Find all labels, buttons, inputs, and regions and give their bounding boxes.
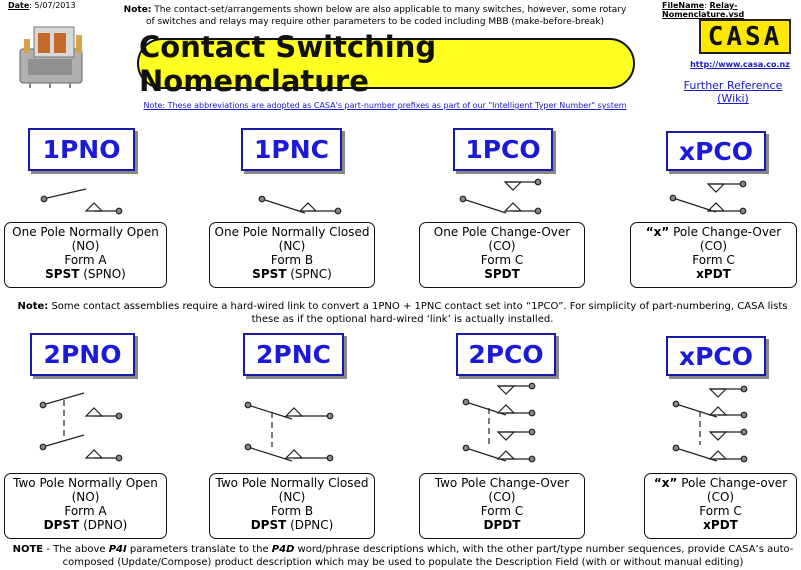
code-box-2pco: 2PCO [456,333,556,376]
schematic-1pco [459,178,542,215]
desc-box-1pco: One Pole Change-Over(CO)Form C SPDT [419,222,585,288]
filename-stamp: FileName: Relay-Nomenclature.vsd [662,1,745,19]
further-reference-link[interactable]: Further Reference (Wiki) [683,79,783,105]
desc-box-xpco-1: “x” Pole Change-Over(CO)Form C xPDT [630,222,797,288]
bottom-note: NOTE - The above P4I parameters translat… [12,544,794,568]
schematic-1pnc [258,195,342,215]
schematic-2pnc [244,401,334,462]
website-link[interactable]: http://www.casa.co.nz [690,60,790,69]
code-box-2pnc: 2PNC [243,333,344,376]
middle-note: Note: Some contact assemblies require a … [17,301,788,325]
relay-photo-icon [19,26,83,88]
schematic-xpco-2 [672,385,748,463]
desc-box-2pco: Two Pole Change-Over(CO)Form C DPDT [419,473,585,539]
date-stamp: Date: 5/07/2013 [8,1,76,10]
desc-box-1pnc: One Pole Normally Closed(NC)Form B SPST … [209,222,375,288]
code-box-xpco: xPCO [666,131,766,171]
schematic-xpco-1 [669,180,747,215]
abbreviations-note-link[interactable]: Note: These abbreviations are adopted as… [143,101,627,110]
desc-box-xpco-2: “x” Pole Change-over(CO)Form C xPDT [644,473,797,539]
schematic-2pco [462,382,536,463]
desc-box-2pnc: Two Pole Normally Closed(NC)Form B DPST … [209,473,375,539]
casa-logo-icon: CASA [699,19,791,54]
code-box-xpco-2: xPCO [666,336,766,376]
schematic-2pno [39,392,123,462]
code-box-1pnc: 1PNC [241,128,342,171]
page-title: Contact Switching Nomenclature [137,30,635,98]
code-box-1pco: 1PCO [453,128,553,171]
header-note: Note: The contact-set/arrangements shown… [123,5,627,27]
desc-box-2pno: Two Pole Normally Open(NO)Form A DPST (D… [4,473,167,539]
schematic-1pno [40,188,123,215]
code-box-1pno: 1PNO [28,128,135,171]
code-box-2pno: 2PNO [30,333,135,376]
desc-box-1pno: One Pole Normally Open(NO)Form A SPST (S… [4,222,167,288]
